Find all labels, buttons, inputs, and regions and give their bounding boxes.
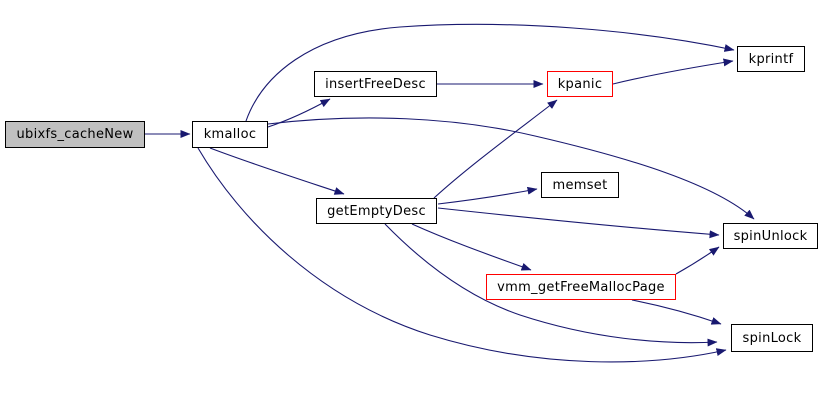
edge-getEmptyDesc-to-memset xyxy=(437,186,538,205)
edge-vmm_getFreeMallocPage-to-spinLock xyxy=(631,299,722,325)
edge-vmm_getFreeMallocPage-to-spinUnlock xyxy=(675,246,720,275)
node-vmm_getFreeMallocPage[interactable]: vmm_getFreeMallocPage xyxy=(486,274,676,300)
edge-getEmptyDesc-to-kpanic xyxy=(433,99,558,199)
node-ubixfs_cacheNew[interactable]: ubixfs_cacheNew xyxy=(5,121,145,148)
node-getEmptyDesc[interactable]: getEmptyDesc xyxy=(316,198,437,224)
node-spinLock[interactable]: spinLock xyxy=(731,324,813,352)
node-spinUnlock[interactable]: spinUnlock xyxy=(723,223,818,249)
edge-getEmptyDesc-to-spinLock xyxy=(384,223,718,347)
edge-getEmptyDesc-to-spinUnlock xyxy=(437,207,720,239)
edge-kmalloc-to-insertFreeDesc xyxy=(267,98,331,128)
node-kpanic[interactable]: kpanic xyxy=(547,71,613,97)
edge-kmalloc-to-spinUnlock xyxy=(267,117,755,220)
edge-kpanic-to-kprintf xyxy=(612,58,734,85)
edge-kmalloc-to-getEmptyDesc xyxy=(209,147,345,195)
node-insertFreeDesc[interactable]: insertFreeDesc xyxy=(314,71,437,97)
edge-kmalloc-to-kprintf xyxy=(245,23,735,122)
node-kprintf[interactable]: kprintf xyxy=(737,46,805,72)
edge-getEmptyDesc-to-vmm_getFreeMallocPage xyxy=(411,223,532,271)
node-kmalloc[interactable]: kmalloc xyxy=(192,121,268,148)
edge-kmalloc-to-spinLock xyxy=(197,147,727,363)
node-memset[interactable]: memset xyxy=(541,172,619,198)
